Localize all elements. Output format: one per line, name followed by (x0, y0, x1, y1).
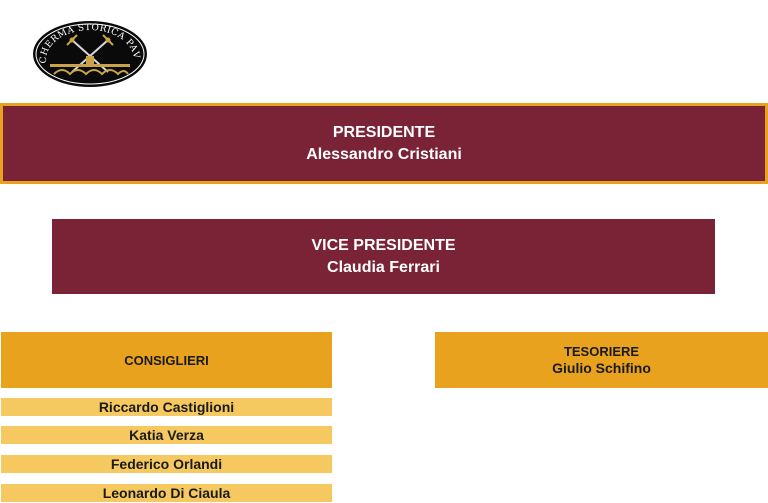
presidente-box: PRESIDENTE Alessandro Cristiani (0, 103, 768, 184)
tesoriere-box: TESORIERE Giulio Schifino (435, 332, 768, 388)
consigliere-member: Federico Orlandi (1, 455, 332, 473)
vice-presidente-name: Claudia Ferrari (327, 258, 440, 276)
consigliere-member: Riccardo Castiglioni (1, 398, 332, 416)
scherma-storica-pavia-logo: SCHERMA STORICA PAVIA (32, 20, 147, 87)
consigliere-member: Leonardo Di Ciaula (1, 484, 332, 502)
consiglieri-box: CONSIGLIERI (1, 332, 332, 388)
presidente-role: PRESIDENTE (332, 123, 436, 141)
tesoriere-name: Giulio Schifino (552, 360, 651, 376)
vice-presidente-role: VICE PRESIDENTE (311, 236, 456, 254)
consigliere-member: Katia Verza (1, 426, 332, 444)
consiglieri-role: CONSIGLIERI (124, 352, 209, 368)
tesoriere-role: TESORIERE (563, 344, 640, 359)
presidente-name: Alessandro Cristiani (306, 145, 462, 163)
vice-presidente-box: VICE PRESIDENTE Claudia Ferrari (52, 219, 715, 294)
bridge-icon (50, 56, 130, 76)
